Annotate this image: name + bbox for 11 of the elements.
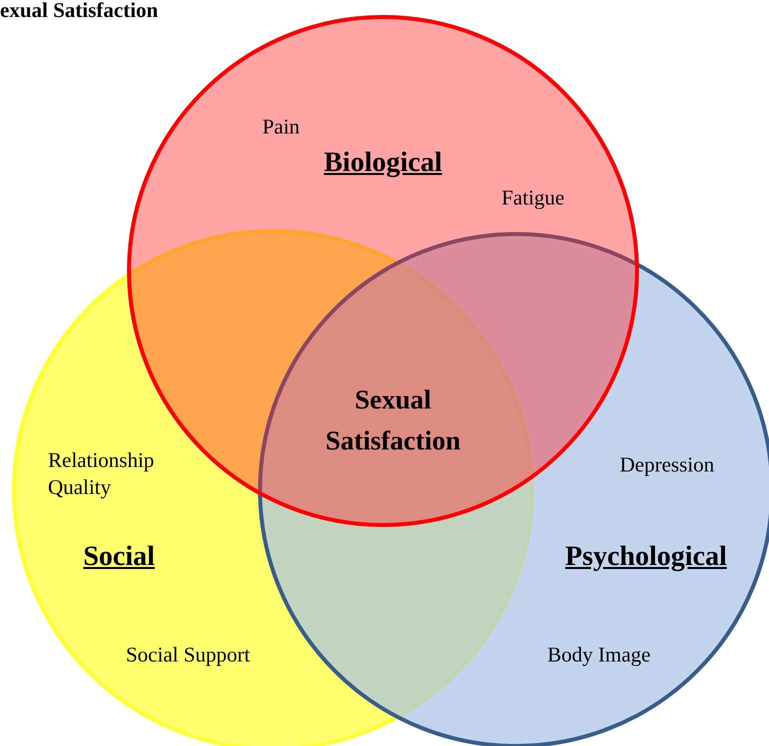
title: exual Satisfaction [0,0,158,21]
circle-heading: Psychological [565,541,727,573]
factor-label: Social Support [126,641,250,668]
factor-label: Body Image [547,641,651,668]
center-label: Sexual Satisfaction [324,384,462,457]
factor-label: Pain [262,113,300,140]
factor-label: Fatigue [502,184,564,212]
circle-heading: Biological [324,147,442,179]
factor-label: Relationship Quality [48,447,156,502]
circle-heading: Social [83,541,155,573]
factor-label: Depression [620,451,714,478]
